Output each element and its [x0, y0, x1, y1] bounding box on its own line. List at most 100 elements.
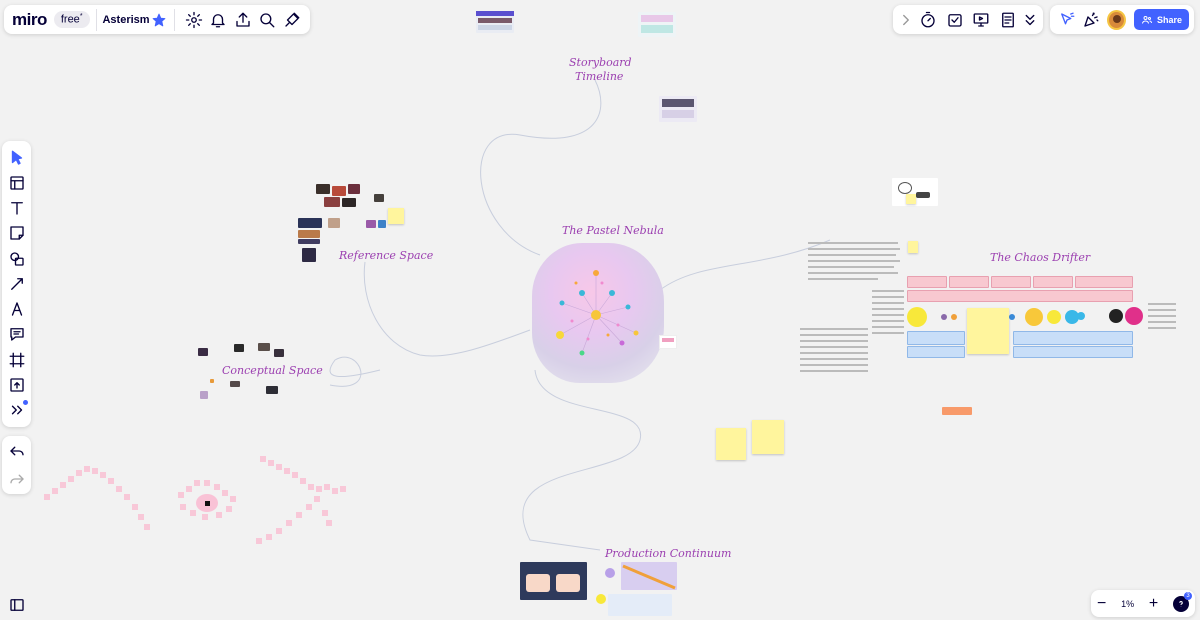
reference-space-label[interactable]: Reference Space: [339, 249, 434, 262]
planet-sun: [907, 307, 927, 327]
conceptual-space-label[interactable]: Conceptual Space: [222, 364, 323, 377]
zoom-level[interactable]: 1%: [1121, 598, 1135, 609]
drifter-orange-bar[interactable]: [942, 407, 972, 415]
pink-card: [907, 290, 1133, 302]
concept-image: [234, 344, 244, 352]
celebrate-icon[interactable]: [1079, 7, 1103, 33]
planet: [1065, 310, 1079, 324]
pixel: [52, 488, 58, 494]
miro-logo[interactable]: miro: [12, 9, 47, 29]
text-line: [872, 296, 904, 298]
text-line: [872, 302, 904, 304]
planet: [1009, 314, 1015, 320]
voting-icon[interactable]: [942, 7, 968, 33]
avatar[interactable]: [1107, 9, 1126, 30]
zoom-in-button[interactable]: +: [1148, 594, 1159, 612]
blue-card: [907, 331, 965, 345]
concept-image: [266, 386, 278, 394]
export-icon[interactable]: [230, 7, 255, 33]
production-continuum-label[interactable]: Production Continuum: [605, 547, 732, 560]
line-icon[interactable]: [4, 271, 30, 296]
chaos-drifter-label[interactable]: The Chaos Drifter: [990, 251, 1091, 264]
help-button[interactable]: 3: [1173, 591, 1192, 612]
timeline-frame-thumbnail[interactable]: [659, 96, 697, 122]
pixel: [178, 492, 184, 498]
storyboard-frame-thumbnail[interactable]: [476, 11, 514, 33]
reference-image: [342, 198, 356, 207]
production-node[interactable]: [605, 568, 615, 578]
bell-icon[interactable]: [206, 7, 231, 33]
timer-icon[interactable]: [915, 7, 941, 33]
pixel: [144, 524, 150, 530]
eye-pupil: [205, 501, 210, 506]
sidebar-toggle-icon[interactable]: [4, 592, 30, 618]
drifter-sketch[interactable]: [892, 178, 938, 206]
reference-image: [374, 194, 384, 202]
share-button[interactable]: Share: [1133, 9, 1189, 30]
drifter-left-columns: [800, 288, 906, 378]
redo-icon[interactable]: [4, 466, 30, 492]
sticky-note[interactable]: [716, 428, 746, 460]
chevron-down-icon[interactable]: [1021, 7, 1039, 33]
production-slide[interactable]: [520, 562, 587, 600]
pastel-nebula-note[interactable]: [659, 335, 677, 349]
comment-icon[interactable]: [4, 322, 30, 347]
drifter-sticky-note[interactable]: [967, 308, 1009, 354]
concept-image: [258, 343, 270, 351]
zoom-out-button[interactable]: −: [1097, 594, 1107, 612]
sticky-note[interactable]: [908, 241, 918, 253]
planning-frame-thumbnail[interactable]: [638, 12, 676, 37]
text-line: [800, 334, 868, 336]
search-icon[interactable]: [255, 7, 280, 33]
pixel: [314, 496, 320, 502]
present-icon[interactable]: [968, 7, 994, 33]
notes-icon[interactable]: [995, 7, 1021, 33]
pink-card: [949, 276, 989, 288]
drifter-right-column: [1148, 303, 1176, 333]
pastel-nebula-map[interactable]: [532, 243, 664, 383]
share-label: Share: [1156, 14, 1182, 25]
pixel-eye-art[interactable]: [40, 450, 360, 550]
plan-badge[interactable]: free*: [53, 11, 90, 28]
production-yellow-node[interactable]: [596, 594, 606, 604]
star-icon[interactable]: [150, 7, 169, 33]
reference-image: [316, 184, 330, 194]
pixel: [180, 504, 186, 510]
pen-icon[interactable]: [4, 297, 30, 322]
pastel-nebula-label[interactable]: The Pastel Nebula: [562, 224, 664, 237]
gantt-diagonal: [622, 564, 676, 590]
board-tools-panel: [893, 5, 1043, 34]
more-tools-icon[interactable]: [4, 398, 30, 423]
reference-space-cluster[interactable]: [296, 184, 406, 264]
reactions-arrow-icon[interactable]: [1055, 7, 1079, 33]
pixel: [108, 478, 114, 484]
text-line: [872, 290, 904, 292]
conceptual-space-cluster[interactable]: [196, 341, 296, 401]
select-icon[interactable]: [4, 145, 30, 170]
pink-card: [1075, 276, 1133, 288]
templates-icon[interactable]: [4, 170, 30, 195]
upload-icon[interactable]: [4, 372, 30, 397]
production-gantt[interactable]: [621, 562, 677, 590]
divider: [95, 8, 97, 31]
sticky-note-icon[interactable]: [4, 221, 30, 246]
undo-icon[interactable]: [4, 438, 30, 464]
sticky-note[interactable]: [752, 420, 784, 454]
text-line: [872, 326, 904, 328]
shapes-icon[interactable]: [4, 246, 30, 271]
chevron-right-icon[interactable]: [897, 7, 915, 33]
storyboard-label-line2[interactable]: Timeline: [575, 70, 624, 83]
undo-redo-panel: [2, 436, 31, 494]
frame-icon[interactable]: [4, 347, 30, 372]
plugin-icon[interactable]: [279, 7, 304, 33]
text-icon[interactable]: [4, 196, 30, 221]
plan-badge-mark: *: [79, 13, 83, 21]
pixel: [84, 466, 90, 472]
production-table[interactable]: [608, 594, 672, 616]
settings-icon[interactable]: [181, 7, 206, 33]
storyboard-label-line1[interactable]: Storyboard: [569, 56, 632, 69]
planet: [1077, 312, 1085, 320]
board-title[interactable]: Asterism: [102, 13, 150, 26]
pixel: [230, 496, 236, 502]
share-users-icon: [1141, 15, 1152, 24]
